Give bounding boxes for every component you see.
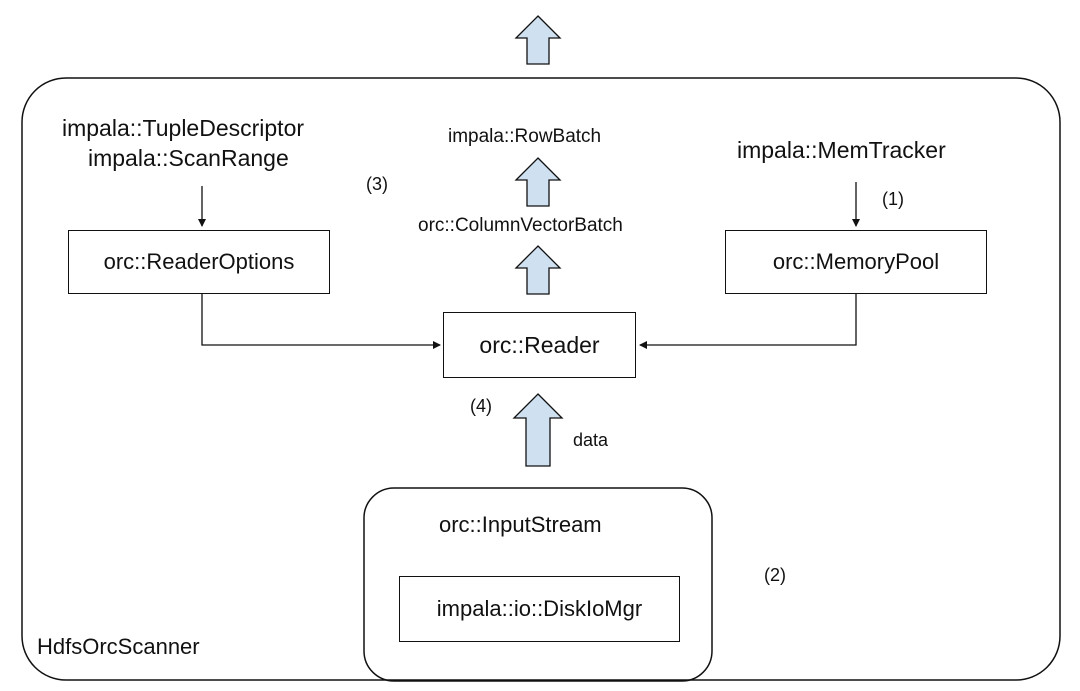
readeroptions-to-reader-connector bbox=[201, 294, 441, 349]
reader-options-box: orc::ReaderOptions bbox=[68, 230, 330, 294]
data-label: data bbox=[573, 430, 609, 450]
memorypool-to-reader-connector bbox=[639, 294, 857, 349]
input-stream-label: orc::InputStream bbox=[439, 512, 602, 537]
step-1-label: (1) bbox=[882, 189, 904, 209]
step-4-label: (4) bbox=[470, 396, 492, 416]
hdfs-orc-scanner-label: HdfsOrcScanner bbox=[37, 634, 200, 659]
data-up-arrow bbox=[512, 393, 564, 467]
disk-io-mgr-box: impala::io::DiskIoMgr bbox=[399, 576, 680, 642]
scan-range-label: impala::ScanRange bbox=[88, 145, 289, 171]
column-vector-batch-label: orc::ColumnVectorBatch bbox=[418, 215, 623, 236]
input-stream-container bbox=[363, 487, 713, 682]
reader-box: orc::Reader bbox=[443, 312, 636, 378]
row-batch-label: impala::RowBatch bbox=[448, 126, 602, 147]
hdfs-orc-scanner-container bbox=[21, 77, 1061, 681]
memory-pool-label: orc::MemoryPool bbox=[772, 249, 940, 274]
memory-pool-box: orc::MemoryPool bbox=[725, 230, 987, 294]
mem-tracker-label: impala::MemTracker bbox=[737, 137, 946, 163]
reader-label: orc::Reader bbox=[479, 331, 600, 358]
step-2-label: (2) bbox=[764, 565, 786, 585]
rowbatch-up-arrow bbox=[514, 157, 562, 207]
tuple-descriptor-label: impala::TupleDescriptor bbox=[62, 115, 305, 141]
step-3-label: (3) bbox=[366, 174, 388, 194]
columnvectorbatch-up-arrow bbox=[514, 245, 562, 295]
disk-io-mgr-label: impala::io::DiskIoMgr bbox=[436, 596, 643, 621]
output-up-arrow bbox=[514, 15, 562, 65]
reader-options-label: orc::ReaderOptions bbox=[103, 249, 295, 274]
